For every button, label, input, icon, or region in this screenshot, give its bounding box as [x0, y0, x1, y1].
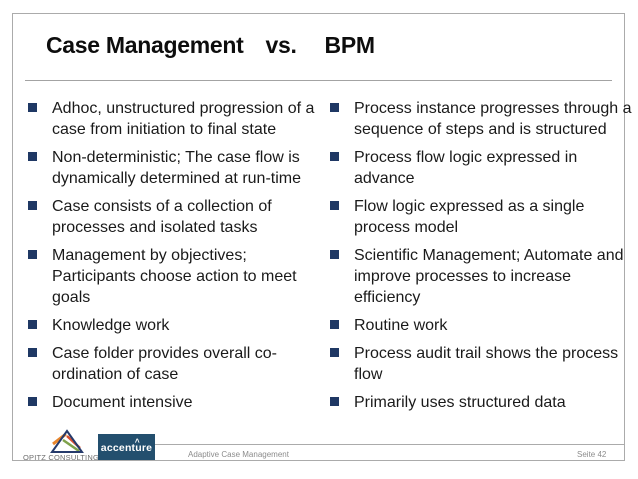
bullet-square-icon [330, 320, 339, 329]
list-item-text: Process audit trail shows the process fl… [354, 345, 619, 383]
list-item-text: Case folder provides overall co- ordinat… [52, 345, 277, 383]
bullet-square-icon [28, 201, 37, 210]
bullet-square-icon [28, 397, 37, 406]
list-item-text: Knowledge work [52, 317, 170, 334]
list-item-text: Process flow logic expressed in advance [354, 149, 578, 187]
footer-caption: Adaptive Case Management [188, 450, 289, 459]
bullet-square-icon [330, 103, 339, 112]
list-item-text: Flow logic expressed as a single process… [354, 198, 585, 236]
list-item-text: Case consists of a collection of process… [52, 198, 272, 236]
bullet-square-icon [28, 320, 37, 329]
list-item-text: Primarily uses structured data [354, 394, 566, 411]
accenture-logo-text: accenture> [100, 438, 153, 454]
case-management-list: Adhoc, unstructured progression of a cas… [28, 98, 330, 413]
slide-frame [12, 13, 625, 461]
case-management-column: Adhoc, unstructured progression of a cas… [28, 98, 330, 420]
list-item: Scientific Management; Automate and impr… [330, 245, 628, 308]
list-item-text: Document intensive [52, 394, 193, 411]
list-item-text: Adhoc, unstructured progression of a cas… [52, 100, 315, 138]
title-divider [25, 80, 612, 81]
bullet-square-icon [330, 152, 339, 161]
list-item: Knowledge work [28, 315, 330, 336]
list-item-text: Management by objectives; Participants c… [52, 247, 297, 306]
bullet-square-icon [28, 348, 37, 357]
list-item: Process audit trail shows the process fl… [330, 343, 628, 385]
bullet-square-icon [28, 250, 37, 259]
opitz-consulting-logo-text: OPITZ CONSULTING [23, 453, 99, 462]
list-item: Adhoc, unstructured progression of a cas… [28, 98, 330, 140]
opitz-prism-logo-icon [50, 429, 84, 453]
accenture-accent-icon: > [132, 438, 142, 443]
list-item: Case consists of a collection of process… [28, 196, 330, 238]
bullet-square-icon [28, 152, 37, 161]
comparison-columns: Adhoc, unstructured progression of a cas… [28, 98, 632, 420]
bullet-square-icon [28, 103, 37, 112]
bullet-square-icon [330, 348, 339, 357]
list-item: Document intensive [28, 392, 330, 413]
list-item: Management by objectives; Participants c… [28, 245, 330, 308]
bpm-column: Process instance progresses through a se… [330, 98, 632, 420]
footer-divider [155, 444, 625, 445]
accenture-logo: accenture> [98, 434, 155, 460]
bullet-square-icon [330, 397, 339, 406]
page-title: Case Management vs. BPM [46, 32, 375, 59]
title-left: Case Management [46, 32, 244, 58]
list-item: Case folder provides overall co- ordinat… [28, 343, 330, 385]
title-right: BPM [324, 32, 376, 58]
bullet-square-icon [330, 201, 339, 210]
title-vs: vs. [265, 32, 297, 58]
list-item-text: Non-deterministic; The case flow is dyna… [52, 149, 301, 187]
list-item-text: Process instance progresses through a se… [354, 100, 632, 138]
list-item-text: Scientific Management; Automate and impr… [354, 247, 624, 306]
bullet-square-icon [330, 250, 339, 259]
page-number: Seite 42 [577, 450, 607, 459]
list-item: Process instance progresses through a se… [330, 98, 632, 140]
list-item: Non-deterministic; The case flow is dyna… [28, 147, 330, 189]
bpm-list: Process instance progresses through a se… [330, 98, 632, 413]
list-item: Process flow logic expressed in advance [330, 147, 628, 189]
list-item: Routine work [330, 315, 628, 336]
list-item-text: Routine work [354, 317, 448, 334]
list-item: Primarily uses structured data [330, 392, 628, 413]
list-item: Flow logic expressed as a single process… [330, 196, 628, 238]
